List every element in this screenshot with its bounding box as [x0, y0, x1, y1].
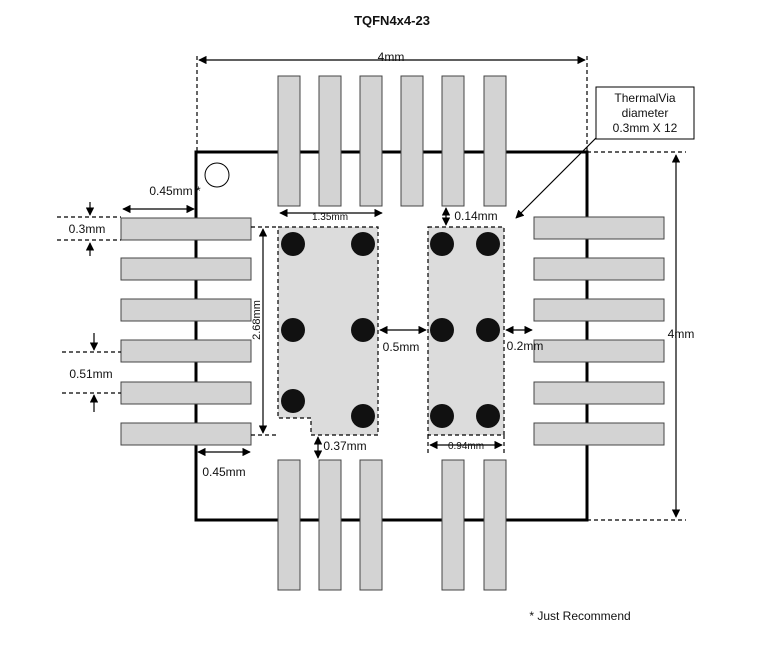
pad-right-2: [533, 257, 665, 281]
label-ep-to-pad: 0.2mm: [507, 339, 544, 353]
right-pads: [533, 216, 665, 446]
via: [476, 318, 500, 342]
via: [281, 232, 305, 256]
label-notch: 0.37mm: [323, 439, 366, 453]
via: [476, 232, 500, 256]
pad-right-1: [533, 216, 665, 240]
via: [351, 318, 375, 342]
pin1-marker: [204, 162, 230, 188]
pad-top-5: [441, 75, 465, 207]
pad-left-1: [120, 217, 252, 241]
via: [430, 318, 454, 342]
footnote: * Just Recommend: [529, 609, 630, 623]
label-left-ep-width: 1.35mm: [312, 212, 348, 223]
label-height-right: 4mm: [668, 327, 695, 341]
label-clearance: 0.14mm: [454, 209, 497, 223]
callout-leader: [515, 137, 597, 219]
pad-bottom-1: [277, 459, 301, 591]
exposed-pad-left: [277, 226, 379, 436]
via: [430, 404, 454, 428]
pad-bottom-3: [359, 459, 383, 591]
pad-left-5: [120, 381, 252, 405]
left-pads: [120, 217, 252, 446]
via: [281, 389, 305, 413]
diagram-title: TQFN4x4-23: [354, 13, 430, 28]
dimension-arrows: [85, 55, 681, 518]
pad-right-3: [533, 298, 665, 322]
label-ep-gap: 0.5mm: [383, 340, 420, 354]
via: [476, 404, 500, 428]
label-width-top: 4mm: [378, 50, 405, 64]
pad-top-1: [277, 75, 301, 207]
via: [351, 232, 375, 256]
pad-left-3: [120, 298, 252, 322]
pad-left-4: [120, 339, 252, 363]
thermal-vias: [281, 232, 500, 428]
via: [430, 232, 454, 256]
pad-bottom-2: [318, 459, 342, 591]
pad-top-4: [400, 75, 424, 207]
label-pad-width: 0.3mm: [69, 222, 106, 236]
bottom-pads: [277, 459, 507, 591]
pad-top-6: [483, 75, 507, 207]
extension-lines: [57, 56, 686, 521]
pad-top-2: [318, 75, 342, 207]
via: [281, 318, 305, 342]
pad-bottom-4: [441, 459, 465, 591]
via: [351, 404, 375, 428]
pad-left-2: [120, 257, 252, 281]
pad-left-6: [120, 422, 252, 446]
label-pad-length: 0.45mm *: [149, 184, 201, 198]
label-toe-gap: 0.45mm: [202, 465, 245, 479]
label-pitch: 0.51mm: [69, 367, 112, 381]
label-right-ep-width: 0.94mm: [448, 441, 484, 452]
pad-right-4: [533, 339, 665, 363]
pad-bottom-5: [483, 459, 507, 591]
top-pads: [277, 75, 507, 207]
package-outline: [194, 150, 589, 522]
thermal-via-callout-line1: ThermalVia: [614, 91, 675, 105]
thermal-via-callout-box: [595, 86, 695, 140]
pad-right-5: [533, 381, 665, 405]
thermal-via-callout-line2: diameter: [622, 106, 669, 120]
thermal-via-callout-line3: 0.3mm X 12: [613, 121, 678, 135]
label-left-ep-height: 2.68mm: [251, 300, 263, 340]
pad-top-3: [359, 75, 383, 207]
pad-right-6: [533, 422, 665, 446]
